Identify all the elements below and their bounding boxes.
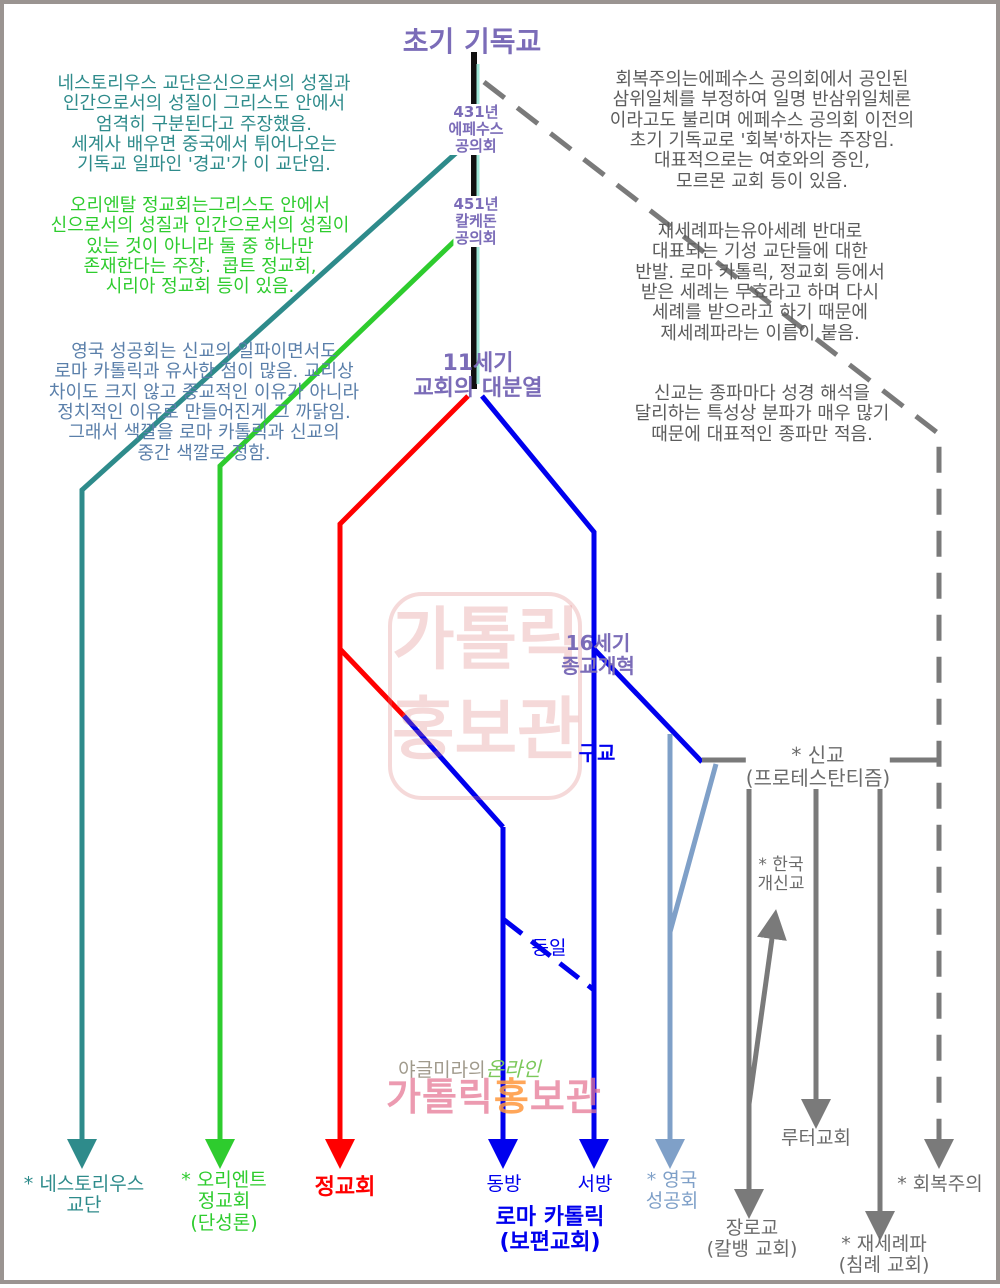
event-old-church: 구교 [578,741,616,765]
east-blue-segment [402,714,505,829]
reformation-line [592,647,704,764]
branch-anglican: * 영국 성공회 [645,1169,699,1213]
branch-restoration: * 회복주의 [897,1173,983,1195]
branch-anabaptist: * 재세례파 (침례 교회) [838,1233,930,1277]
branch-protestant: * 신교 (프로테스탄티즘) [745,743,891,790]
branch-presbyterian: 장로교 (칼뱅 교회) [706,1217,798,1261]
west-catholic-line [480,394,609,1169]
branch-oriental: * 오리엔트 정교회 (단성론) [181,1169,267,1234]
watermark-line1: 야글미라의 [398,1059,486,1081]
east-red-segment [338,647,406,718]
watermark-seal: 가톨릭 홍보관 [388,592,582,800]
watermark-brand-small: 야글미라의온라인 [388,1034,541,1082]
branch-catholic: 로마 카톨릭 (보편교회) [495,1205,605,1255]
branch-west: 서방 [577,1173,613,1195]
oriental-line [205,228,468,1169]
watermark-brand-h: 홍 [493,1075,530,1119]
note-anglican: 영국 성공회는 신교의 일파이면서도 로마 카톨릭과 유사한 점이 많음. 교리… [48,341,360,464]
watermark-seal-text: 가톨릭 홍보관 [392,601,580,770]
note-restoration: 회복주의는에페수스 공의회에서 공인된 삼위일체를 부정하여 일명 반삼위일체론… [609,69,915,192]
watermark-brand-b: 보관 [529,1075,602,1119]
event-ephesus: 431년 에페수스 공의회 [448,103,504,155]
watermark-script: 온라인 [485,1057,541,1081]
korean-line [746,909,787,1105]
note-protestant: 신교는 종파마다 성경 해석을 달리하는 특성상 분파가 매우 많기 때문에 대… [634,383,890,445]
anglican-line [655,763,719,1169]
note-anabaptist: 재세례파는유아세례 반대로 대표되는 기성 교단들에 대한 반발. 로마 카톨릭… [635,221,885,344]
note-oriental: 오리엔탈 정교회는그리스도 안에서 신으로서의 성질과 인간으로서의 성질이 있… [50,195,350,298]
nestorian-line [67,142,468,1169]
branch-east: 동방 [486,1173,522,1195]
diagram-title: 초기 기독교 [402,25,542,58]
watermark-brand-a: 가톨릭 [386,1075,494,1119]
event-reformation: 16세기 종교개혁 [561,631,635,678]
restoration-line [482,80,954,1169]
branch-korean: * 한국 개신교 [757,855,805,895]
branch-lutheran: 루터교회 [781,1127,851,1149]
branch-orthodox: 정교회 [314,1175,376,1200]
event-unity: 동일 [531,937,567,959]
event-chalcedon: 451년 칼케돈 공의회 [453,195,499,247]
branch-lines [67,52,954,1241]
unity-dashed-line [501,917,596,992]
branch-nestorian: * 네스토리우스 교단 [23,1173,145,1217]
watermark-brand: 가톨릭홍보관 [386,1066,602,1121]
note-nestorian: 네스토리우스 교단은신으로서의 성질과 인간으로서의 성질이 그리스도 안에서 … [57,73,351,176]
event-schism: 11세기 교회의 대분열 [413,351,543,401]
orthodox-line [325,394,470,1169]
